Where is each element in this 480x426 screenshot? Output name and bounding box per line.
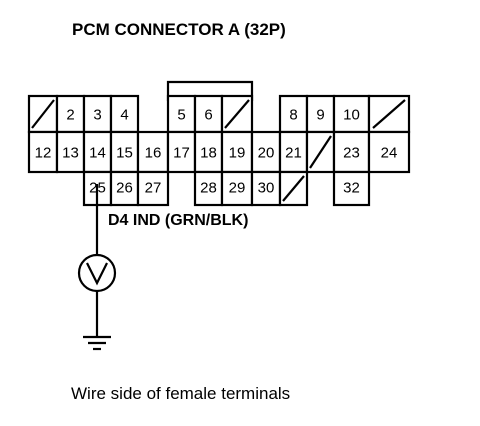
terminal-11 bbox=[367, 94, 411, 134]
voltmeter-icon bbox=[77, 253, 117, 293]
terminal-20: 20 bbox=[250, 130, 282, 174]
terminal-9: 9 bbox=[305, 94, 336, 134]
terminal-30: 30 bbox=[250, 170, 282, 207]
terminal-28: 28 bbox=[193, 170, 224, 207]
svg-text:6: 6 bbox=[204, 107, 212, 124]
svg-text:17: 17 bbox=[173, 145, 190, 162]
svg-text:10: 10 bbox=[343, 107, 360, 124]
svg-text:2: 2 bbox=[66, 107, 74, 124]
svg-text:19: 19 bbox=[229, 145, 246, 162]
terminal-1 bbox=[27, 94, 59, 134]
svg-text:28: 28 bbox=[200, 180, 217, 197]
svg-text:26: 26 bbox=[116, 180, 133, 197]
terminal-2: 2 bbox=[55, 94, 86, 134]
terminal-29: 29 bbox=[220, 170, 254, 207]
svg-text:29: 29 bbox=[229, 180, 246, 197]
terminal-26: 26 bbox=[109, 170, 140, 207]
svg-text:20: 20 bbox=[258, 145, 275, 162]
terminal-7 bbox=[220, 94, 254, 134]
terminal-4: 4 bbox=[109, 94, 140, 134]
view-caption: Wire side of female terminals bbox=[71, 384, 291, 403]
terminal-19: 19 bbox=[220, 130, 254, 174]
svg-text:12: 12 bbox=[35, 145, 52, 162]
ground-icon bbox=[83, 335, 111, 351]
svg-text:3: 3 bbox=[93, 107, 101, 124]
terminal-18: 18 bbox=[193, 130, 224, 174]
svg-text:24: 24 bbox=[381, 145, 398, 162]
connector-lock-tab bbox=[166, 80, 254, 101]
svg-text:30: 30 bbox=[258, 180, 275, 197]
svg-text:32: 32 bbox=[343, 180, 360, 197]
terminal-10: 10 bbox=[332, 94, 371, 134]
terminal-21: 21 bbox=[278, 130, 309, 174]
svg-text:21: 21 bbox=[285, 145, 302, 162]
svg-text:14: 14 bbox=[89, 145, 106, 162]
terminal-12: 12 bbox=[27, 130, 59, 174]
terminal-16: 16 bbox=[136, 130, 170, 174]
svg-text:9: 9 bbox=[316, 107, 324, 124]
svg-text:18: 18 bbox=[200, 145, 217, 162]
svg-text:5: 5 bbox=[177, 107, 185, 124]
terminal-22 bbox=[305, 130, 336, 174]
wire-color-label: D4 IND (GRN/BLK) bbox=[108, 212, 249, 229]
terminal-13: 13 bbox=[55, 130, 86, 174]
terminal-31 bbox=[278, 170, 309, 207]
terminal-6: 6 bbox=[193, 94, 224, 134]
svg-text:16: 16 bbox=[145, 145, 162, 162]
terminal-23: 23 bbox=[332, 130, 371, 174]
terminal-3: 3 bbox=[82, 94, 113, 134]
svg-text:23: 23 bbox=[343, 145, 360, 162]
terminal-17: 17 bbox=[166, 130, 197, 174]
svg-text:4: 4 bbox=[120, 107, 128, 124]
terminal-5: 5 bbox=[166, 94, 197, 134]
terminal-14: 14 bbox=[82, 130, 113, 174]
connector-title: PCM CONNECTOR A (32P) bbox=[72, 20, 286, 39]
terminal-32: 32 bbox=[332, 170, 371, 207]
terminal-15: 15 bbox=[109, 130, 140, 174]
svg-text:8: 8 bbox=[289, 107, 297, 124]
svg-text:27: 27 bbox=[145, 180, 162, 197]
svg-text:13: 13 bbox=[62, 145, 79, 162]
terminal-8: 8 bbox=[278, 94, 309, 134]
terminal-27: 27 bbox=[136, 170, 170, 207]
terminal-24: 24 bbox=[367, 130, 411, 174]
svg-text:15: 15 bbox=[116, 145, 133, 162]
